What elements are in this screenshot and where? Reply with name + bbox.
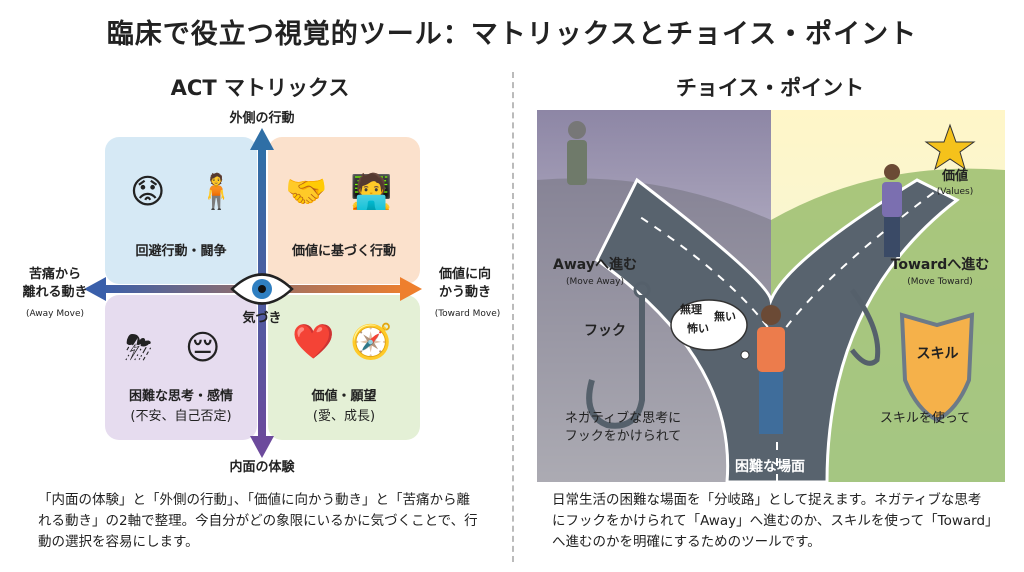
axis-label-left: 苦痛から 離れる動き <box>22 267 88 300</box>
compass-icon: 🧭 <box>350 322 393 362</box>
values-label: 価値 <box>941 169 968 184</box>
away-en-label: (Move Away) <box>565 277 624 287</box>
walking-person-icon <box>882 164 902 257</box>
skill-label: スキル <box>916 346 959 362</box>
choice-point-illustration <box>537 110 1005 482</box>
hook-left-icon <box>586 281 651 429</box>
axis-label-top: 外側の行動 <box>229 111 295 126</box>
thought-2: 無い <box>714 310 736 323</box>
sad-face-icon: 😔 <box>185 328 221 368</box>
act-matrix-heading: ACT マトリックス <box>170 76 350 100</box>
toward-en-label: (Move Toward) <box>907 277 973 287</box>
quadrant-bottom-right <box>268 295 420 440</box>
divider <box>512 72 514 562</box>
use-skill-label: スキルを使って <box>879 411 971 426</box>
hook-label: フック <box>584 323 626 339</box>
down-arrowhead <box>250 436 274 458</box>
quadrant-top-right <box>268 137 420 284</box>
axis-label-right-en: (Toward Move) <box>434 309 501 319</box>
quadrant-top-left-label: 回避行動・闘争 <box>135 244 227 259</box>
hooked-label: ネガティブな思考に フックをかけられて <box>564 411 682 444</box>
quadrant-bottom-right-label: 価値・願望 <box>311 389 377 404</box>
act-description: 「内面の体験」と「外側の行動」、「価値に向かう動き」と「苦痛から離れる動き」の2… <box>38 492 478 550</box>
thought-bubble-icon <box>670 299 750 360</box>
up-arrowhead <box>250 128 274 150</box>
quadrant-bottom-left-sub: (不安、自己否定) <box>130 409 232 424</box>
heart-icon: ❤️ <box>292 322 335 362</box>
page-title: 臨床で役立つ視覚的ツール：マトリックスとチョイス・ポイント <box>106 19 918 50</box>
eye-icon <box>230 273 294 305</box>
quadrant-bottom-right-sub: (愛、成長) <box>312 409 376 424</box>
awareness-label: 気づき <box>242 311 282 326</box>
choice-point-heading: チョイス・ポイント <box>675 76 865 100</box>
thought-3: 怖い <box>687 322 709 335</box>
away-label: Awayへ進む <box>553 257 637 273</box>
axis-label-right: 価値に向 かう動き <box>438 267 491 300</box>
shield-icon <box>899 312 975 423</box>
toward-label: Towardへ進む <box>890 257 990 273</box>
working-person-icon: 🧑‍💻 <box>350 172 393 212</box>
fighting-person-icon: 🧍 <box>195 172 238 212</box>
quadrant-top-left <box>105 137 257 284</box>
axis-label-bottom: 内面の体験 <box>229 460 295 475</box>
handshake-icon: 🤝 <box>285 172 328 212</box>
distressed-person-icon: 😟 <box>130 172 166 212</box>
stressed-person-icon <box>567 121 587 185</box>
quadrant-top-right-label: 価値に基づく行動 <box>291 244 396 259</box>
storm-cloud-icon: ⛈ <box>125 328 153 368</box>
difficult-situation-label: 困難な場面 <box>735 459 805 475</box>
star-icon <box>924 123 976 171</box>
choice-description: 日常生活の困難な場面を「分岐路」として捉えます。ネガティブな思考にフックをかけら… <box>552 492 992 550</box>
thought-1: 無理 <box>680 303 702 316</box>
hook-right-icon <box>849 288 881 366</box>
person-icon <box>757 305 785 434</box>
quadrant-bottom-left <box>105 295 257 440</box>
quadrant-bottom-left-label: 困難な思考・感情 <box>128 389 233 404</box>
values-en-label: (Values) <box>936 187 974 197</box>
matrix-axes <box>84 128 422 458</box>
axis-label-left-en: (Away Move) <box>25 309 84 319</box>
right-arrowhead <box>400 277 422 301</box>
left-arrowhead <box>84 277 106 301</box>
